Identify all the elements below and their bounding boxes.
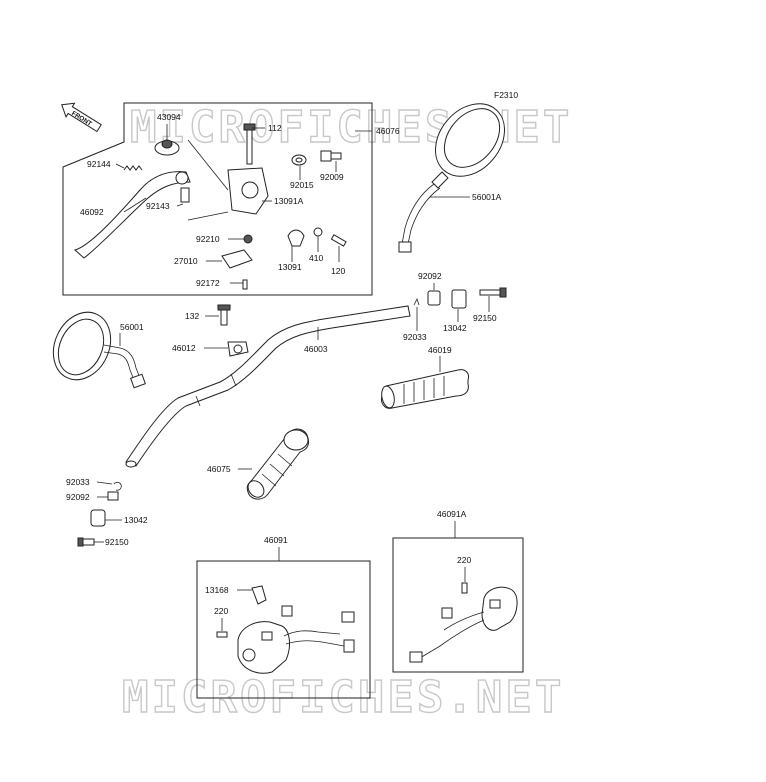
label-410: 410 [309, 253, 323, 263]
screw-220-right [461, 582, 468, 594]
label-120: 120 [331, 266, 345, 276]
bracket-27010 [221, 249, 253, 269]
label-56001A: 56001A [472, 192, 502, 202]
bushing-92143 [180, 187, 190, 203]
label-46092: 46092 [80, 207, 104, 217]
label-92015: 92015 [290, 180, 314, 190]
label-13168: 13168 [205, 585, 229, 595]
label-92143: 92143 [146, 201, 170, 211]
label-46091A: 46091A [437, 509, 467, 519]
left-switch-box [196, 560, 371, 699]
label-92210: 92210 [196, 234, 220, 244]
label-46019: 46019 [428, 345, 452, 355]
label-13042-left: 13042 [124, 515, 148, 525]
bolt-120 [330, 234, 347, 247]
figure-code: F2310 [494, 90, 518, 100]
mirror-left-56001 [52, 311, 146, 389]
right-switch-box [392, 537, 524, 673]
label-56001: 56001 [120, 322, 144, 332]
watermark-top: MICROFICHES.NET [130, 102, 572, 153]
label-46091: 46091 [264, 535, 288, 545]
clamp-13168 [251, 585, 267, 605]
label-92172: 92172 [196, 278, 220, 288]
mirror-right-56001A [398, 103, 505, 253]
bolt-132 [217, 304, 231, 326]
bolt-92009 [320, 150, 342, 162]
front-arrow-icon: FRONT [61, 102, 102, 133]
label-92092-right: 92092 [418, 271, 442, 281]
label-92150-left: 92150 [105, 537, 129, 547]
label-92092-left: 92092 [66, 492, 90, 502]
clamp-13091 [287, 229, 305, 247]
screw-220-left [216, 631, 228, 638]
clutch-perch-assembly [227, 123, 269, 215]
label-46076: 46076 [376, 126, 400, 136]
bar-end-parts-left [77, 481, 122, 547]
adjuster-43094 [154, 139, 180, 156]
right-switch-housing [409, 586, 518, 663]
label-220-left: 220 [214, 606, 228, 616]
label-13042-right: 13042 [443, 323, 467, 333]
clutch-lever-46092 [73, 171, 191, 259]
label-112: 112 [268, 123, 282, 133]
label-92144: 92144 [87, 159, 111, 169]
washer-410 [313, 227, 323, 237]
left-switch-housing [237, 605, 355, 674]
leader-92033-left [96, 481, 113, 485]
label-46012: 46012 [172, 343, 196, 353]
label-46075: 46075 [207, 464, 231, 474]
nut-92210 [243, 234, 253, 244]
spring-92144 [123, 165, 143, 171]
lever-assembly-box [62, 102, 373, 296]
handlebar-46003 [125, 305, 411, 468]
label-132: 132 [185, 311, 199, 321]
label-13091: 13091 [278, 262, 302, 272]
label-92033-right: 92033 [403, 332, 427, 342]
label-92009: 92009 [320, 172, 344, 182]
label-220-right: 220 [457, 555, 471, 565]
label-27010: 27010 [174, 256, 198, 266]
washer-92015 [291, 154, 307, 166]
grip-left-46075 [246, 428, 309, 500]
label-43094: 43094 [157, 112, 181, 122]
screw-92172 [242, 279, 248, 290]
label-13091A: 13091A [274, 196, 304, 206]
label-46003: 46003 [304, 344, 328, 354]
throttle-grip-46019 [381, 369, 469, 409]
label-92033-left: 92033 [66, 477, 90, 487]
label-92150-right: 92150 [473, 313, 497, 323]
holder-46012 [227, 341, 249, 357]
bar-end-parts-right [413, 287, 507, 309]
lever-box-leaders [115, 124, 372, 284]
